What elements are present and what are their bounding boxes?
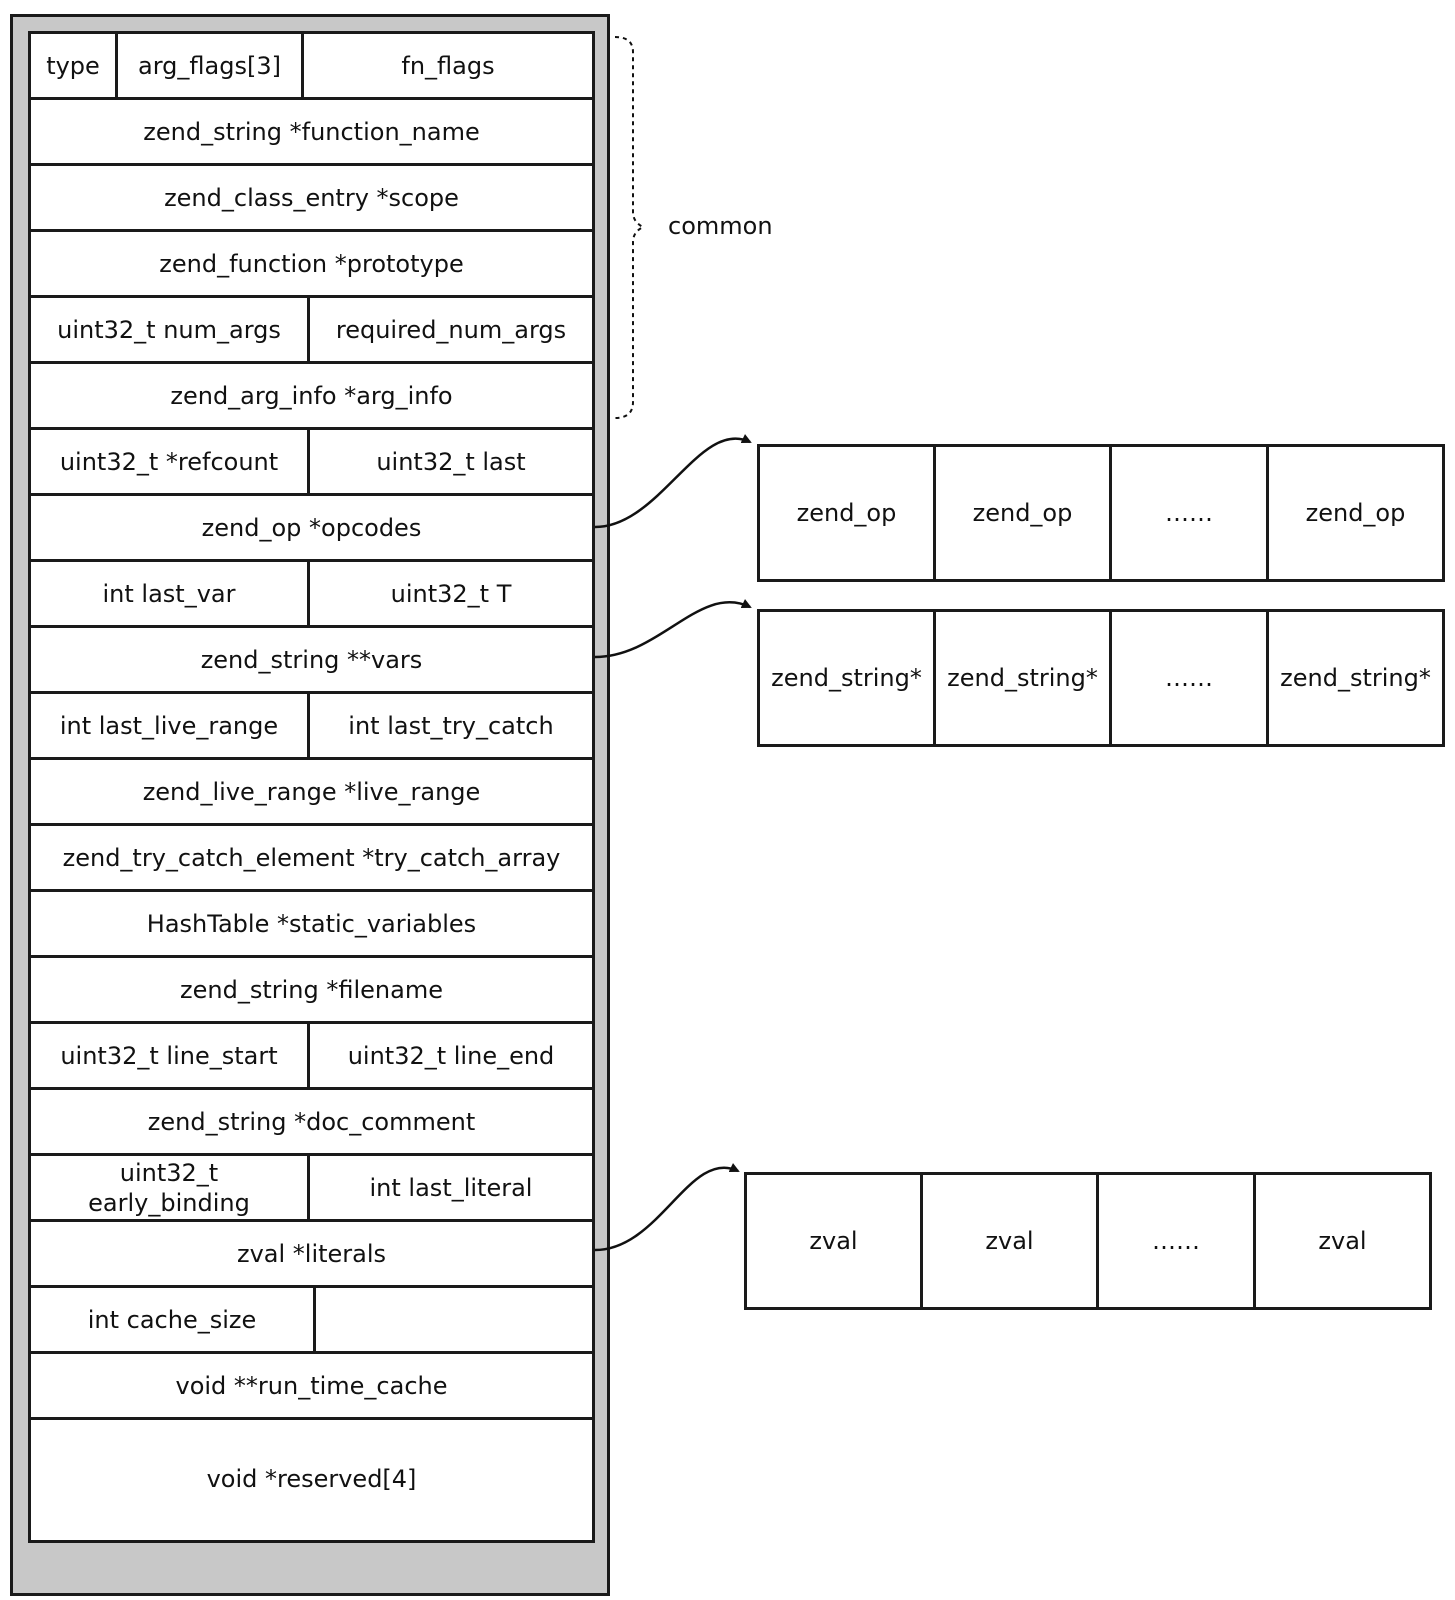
struct-row: int last_var uint32_t T [31,562,592,628]
struct-row: zend_function *prototype [31,232,592,298]
struct-field: fn_flags [401,51,495,80]
struct-field: zval *literals [236,1239,387,1268]
struct-field: required_num_args [335,315,567,344]
opcodes-pointer-arrow [594,434,752,529]
struct-field: uint32_t *refcount [31,430,310,493]
struct-row: zend_string *doc_comment [31,1090,592,1156]
struct-row: int cache_size [31,1288,592,1354]
struct-row: zend_string *filename [31,958,592,1024]
struct-row: zend_try_catch_element *try_catch_array [31,826,592,892]
struct-row: uint32_t early_binding int last_literal [31,1156,592,1222]
struct-row: uint32_t line_start uint32_t line_end [31,1024,592,1090]
struct-row: zend_op *opcodes [31,496,592,562]
struct-row: void *reserved[4] [31,1420,592,1537]
opcodes-array-element: zend_op [1305,499,1406,527]
vars-array-element: zend_string* [760,612,936,744]
struct-field: zend_string *function_name [143,117,480,146]
struct-field: uint32_t num_args [31,298,310,361]
struct-field: arg_flags[3] [118,34,304,97]
struct-row: HashTable *static_variables [31,892,592,958]
struct-row: zend_string **vars [31,628,592,694]
struct-field: int last_literal [369,1173,533,1202]
struct-field: int cache_size [31,1288,316,1351]
struct-field: uint32_t T [390,579,512,608]
literals-array-element: …… [1099,1175,1256,1307]
struct-field: int last_try_catch [348,711,554,740]
struct-field: zend_op *opcodes [201,513,422,542]
struct-field: zend_class_entry *scope [164,183,459,212]
struct-field: zend_string *filename [180,975,443,1004]
struct-field: zend_live_range *live_range [142,777,481,806]
struct-field: uint32_t early_binding [31,1156,310,1219]
opcodes-array-element: …… [1112,447,1269,579]
struct-field: uint32_t line_start [31,1024,310,1087]
vars-array-element: zend_string* [936,612,1112,744]
struct-row: zval *literals [31,1222,592,1288]
struct-field: int last_live_range [31,694,310,757]
struct-field: zend_string *doc_comment [147,1107,476,1136]
struct-field: int last_var [31,562,310,625]
struct-row: zend_class_entry *scope [31,166,592,232]
common-brace [614,36,646,419]
literals-pointer-arrow [594,1163,740,1252]
vars-pointer-arrow [594,599,752,659]
opcodes-array-element: zend_op [760,447,936,579]
struct-row: uint32_t num_args required_num_args [31,298,592,364]
struct-field: void *reserved[4] [206,1464,417,1493]
struct-row: int last_live_range int last_try_catch [31,694,592,760]
struct-row: void **run_time_cache [31,1354,592,1420]
literals-array-element: zval [747,1175,923,1307]
struct-field: zend_function *prototype [159,249,464,278]
struct-row: uint32_t *refcount uint32_t last [31,430,592,496]
struct-field: zend_try_catch_element *try_catch_array [62,843,561,872]
vars-array-element: …… [1112,612,1269,744]
literals-array-element: zval [1318,1227,1367,1255]
opcodes-array-element: zend_op [936,447,1112,579]
vars-array-element: zend_string* [1280,664,1431,692]
struct-row: zend_arg_info *arg_info [31,364,592,430]
struct-field: uint32_t last [376,447,526,476]
struct-row: zend_string *function_name [31,100,592,166]
struct-field: zend_string **vars [200,645,423,674]
struct-field: type [31,34,118,97]
struct-field: void **run_time_cache [175,1371,448,1400]
literals-array-element: zval [923,1175,1099,1307]
struct-field: uint32_t line_end [347,1041,555,1070]
struct-field: zend_arg_info *arg_info [170,381,453,410]
struct-field: HashTable *static_variables [146,909,477,938]
struct-row: zend_live_range *live_range [31,760,592,826]
vars-array: zend_string*zend_string*……zend_string* [757,609,1445,747]
common-brace-label: common [668,212,773,240]
